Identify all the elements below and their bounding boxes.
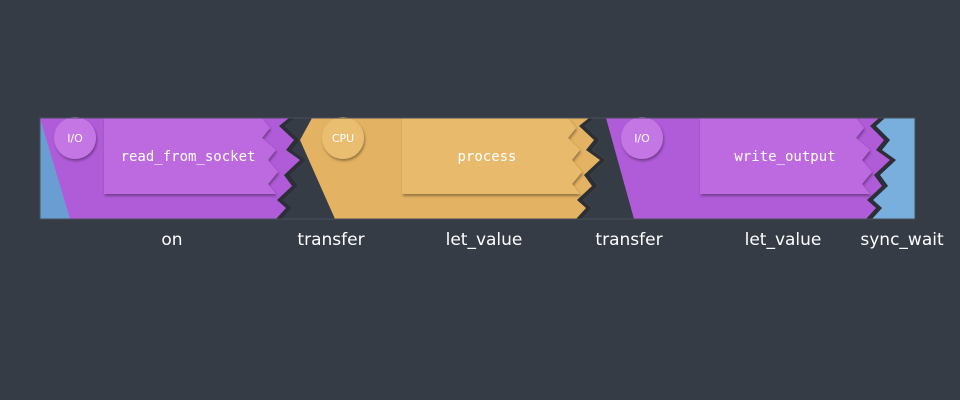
transfer-edge-1 xyxy=(276,118,306,219)
stage-label-process: process xyxy=(457,149,516,165)
io-stage-1-box xyxy=(104,118,278,194)
io-badge-1: I/O xyxy=(54,117,96,159)
caption-on: on xyxy=(161,230,183,250)
cpu-badge: CPU xyxy=(322,117,364,159)
cpu-stage-box xyxy=(402,118,582,194)
stage-label-read-from-socket: read_from_socket xyxy=(121,149,256,165)
io-badge-1-label: I/O xyxy=(67,132,83,145)
cpu-badge-label: CPU xyxy=(332,132,354,145)
caption-sync-wait: sync_wait xyxy=(860,230,944,250)
caption-transfer-2: transfer xyxy=(595,230,663,250)
io-stage-2-box xyxy=(700,118,872,194)
caption-let-value-2: let_value xyxy=(744,230,822,250)
sync-edge xyxy=(866,118,896,219)
transfer-edge-2 xyxy=(576,118,606,219)
caption-let-value-1: let_value xyxy=(445,230,523,250)
stage-label-write-output: write_output xyxy=(734,149,835,165)
pipeline-frame xyxy=(39,117,916,220)
io-badge-2: I/O xyxy=(621,117,663,159)
io-badge-2-label: I/O xyxy=(634,132,650,145)
caption-transfer-1: transfer xyxy=(297,230,365,250)
